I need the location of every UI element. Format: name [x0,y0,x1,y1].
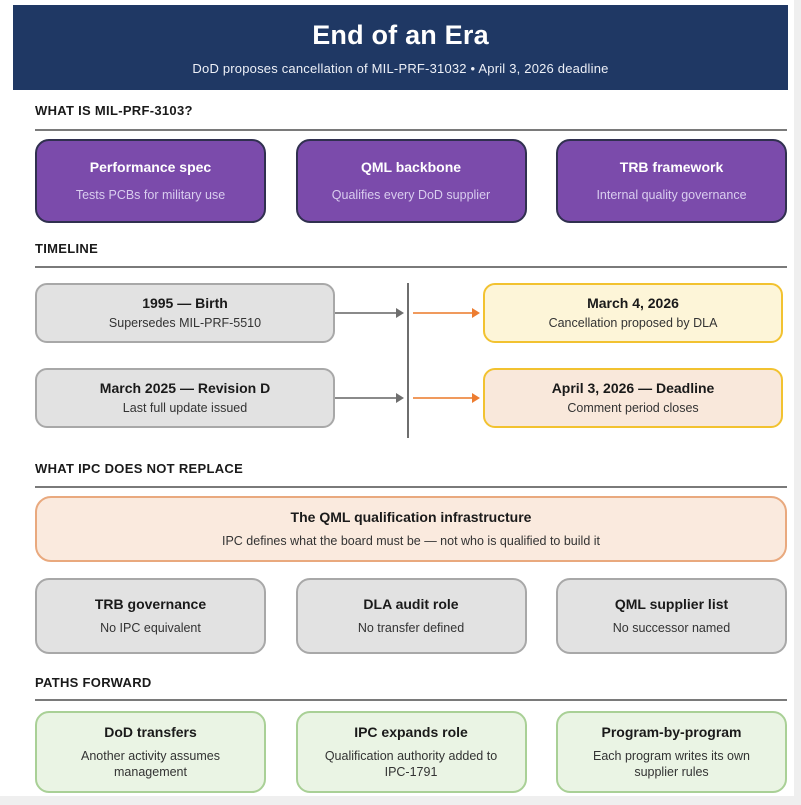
timeline-title: 1995 — Birth [142,294,228,311]
banner-qml-infrastructure: The QML qualification infrastructure IPC… [35,496,787,562]
card-title: QML backbone [360,159,462,176]
banner-title: The QML qualification infrastructure [290,509,532,526]
card-subtitle: No transfer defined [357,620,465,635]
section-heading-not-replaced: WHAT IPC DOES NOT REPLACE [35,461,244,476]
page-subtitle: DoD proposes cancellation of MIL-PRF-310… [192,61,609,76]
card-program-by-program: Program-by-program Each program writes i… [556,711,787,793]
card-subtitle: Each program writes its own supplier rul… [592,748,750,779]
card-trb-framework: TRB framework Internal quality governanc… [556,139,787,223]
card-subtitle: No IPC equivalent [100,620,201,635]
card-ipc-expands-role: IPC expands role Qualification authority… [295,711,527,793]
card-subtitle: Qualification authority added to IPC-179… [324,748,498,779]
card-title: TRB framework [619,159,724,176]
screenshot-edge-right [794,0,801,805]
card-title: Program-by-program [601,724,742,740]
timeline-box-1995-birth: 1995 — Birth Supersedes MIL-PRF-5510 [35,283,335,343]
card-qml-supplier-list: QML supplier list No successor named [556,578,787,654]
card-title: QML supplier list [614,596,729,613]
card-subtitle: Tests PCBs for military use [75,187,226,202]
card-qml-backbone: QML backbone Qualifies every DoD supplie… [295,139,527,223]
card-title: Performance spec [89,159,212,176]
timeline-arrow-orange [413,308,480,318]
timeline-title: March 2025 — Revision D [99,379,271,396]
section-divider [35,266,787,268]
card-title: DLA audit role [363,596,459,613]
card-performance-spec: Performance spec Tests PCBs for military… [35,139,266,223]
timeline-arrow-gray [335,308,404,318]
card-subtitle: Another activity assumes management [81,748,220,779]
section-divider [35,486,787,488]
timeline-subtitle: Supersedes MIL-PRF-5510 [108,316,262,331]
section-divider [35,699,787,701]
timeline-arrow-orange [413,393,480,403]
timeline-subtitle: Cancellation proposed by DLA [548,316,718,331]
timeline-axis-line [407,283,409,438]
banner-subtitle: IPC defines what the board must be — not… [222,533,600,548]
timeline-subtitle: Comment period closes [567,401,699,416]
timeline-arrow-gray [335,393,404,403]
timeline-title: March 4, 2026 [587,294,679,311]
card-dod-transfers: DoD transfers Another activity assumes m… [35,711,266,793]
card-title: DoD transfers [104,724,197,740]
timeline-diagram: 1995 — Birth Supersedes MIL-PRF-5510 Mar… [35,283,787,438]
card-subtitle: Qualifies every DoD supplier [331,187,491,202]
card-dla-audit-role: DLA audit role No transfer defined [295,578,527,654]
screenshot-edge-bottom [0,796,801,805]
timeline-box-march-2025-revision-d: March 2025 — Revision D Last full update… [35,368,335,428]
card-title: TRB governance [94,596,207,613]
timeline-subtitle: Last full update issued [122,401,248,416]
timeline-title: April 3, 2026 — Deadline [551,379,715,396]
card-subtitle: No successor named [612,620,731,635]
section-heading-timeline: TIMELINE [35,241,99,256]
card-trb-governance: TRB governance No IPC equivalent [35,578,266,654]
section-heading-what-is: WHAT IS MIL-PRF-3103? [35,103,193,118]
card-subtitle: Internal quality governance [596,187,747,202]
section-heading-paths-forward: PATHS FORWARD [35,675,152,690]
timeline-box-march-4-2026: March 4, 2026 Cancellation proposed by D… [483,283,783,343]
not-replaced-card-row: TRB governance No IPC equivalent DLA aud… [35,578,787,654]
card-title: IPC expands role [354,724,468,740]
timeline-box-april-3-2026-deadline: April 3, 2026 — Deadline Comment period … [483,368,783,428]
what-is-card-row: Performance spec Tests PCBs for military… [35,139,787,223]
paths-forward-card-row: DoD transfers Another activity assumes m… [35,711,787,793]
header-banner: End of an Era DoD proposes cancellation … [13,5,788,90]
section-divider [35,129,787,131]
page-title: End of an Era [312,20,489,50]
